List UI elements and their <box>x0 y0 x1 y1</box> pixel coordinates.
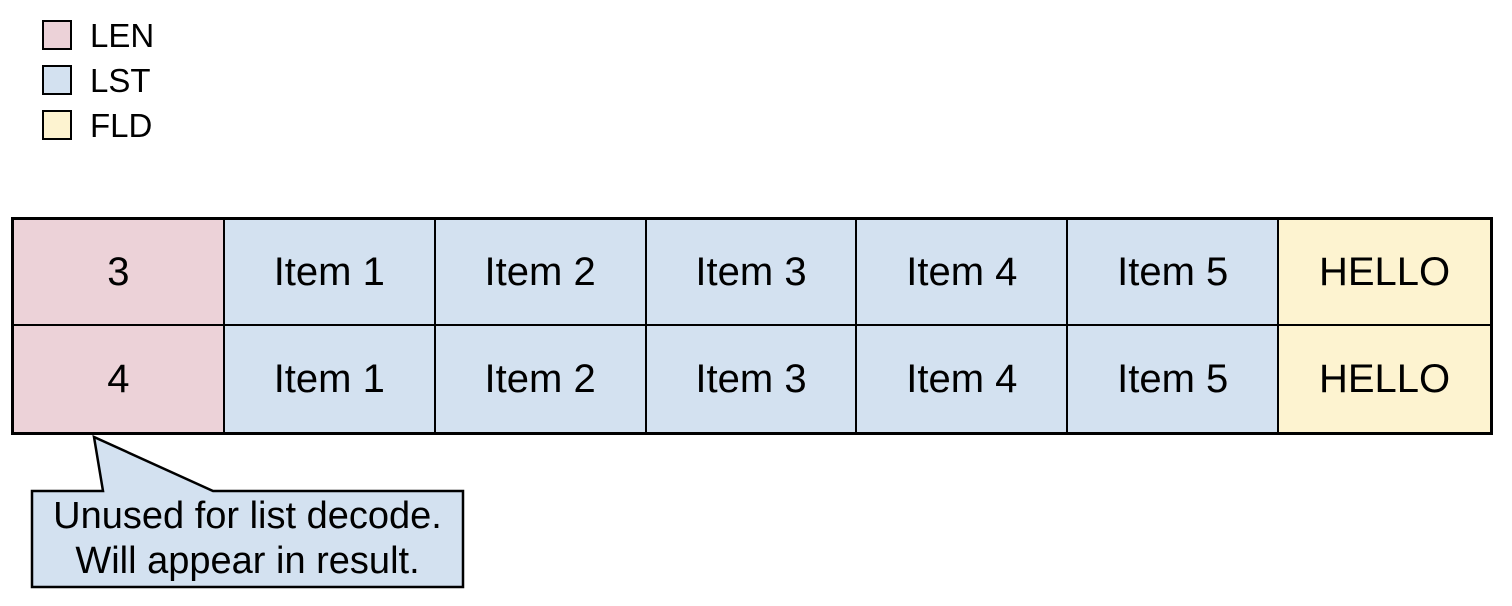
legend-label-len: LEN <box>90 16 155 54</box>
legend: LEN LST FLD <box>42 16 155 155</box>
len-cell: 4 <box>14 326 225 432</box>
list-item-cell: Item 4 <box>857 326 1069 432</box>
legend-item-lst: LST <box>42 61 154 99</box>
list-item-cell: Item 3 <box>646 326 858 432</box>
list-item-cell: Item 2 <box>435 220 647 326</box>
legend-label-fld: FLD <box>90 106 153 144</box>
callout-line-2: Will appear in result. <box>75 540 420 582</box>
list-item-cell: Item 5 <box>1068 220 1280 326</box>
list-item-cell: Item 1 <box>224 220 436 326</box>
legend-item-len: LEN <box>42 16 155 54</box>
list-item-cell: Item 5 <box>1068 326 1280 432</box>
callout-tail-shape <box>30 434 465 589</box>
len-cell: 3 <box>14 220 225 326</box>
callout-text: Unused for list decode. Will appear in r… <box>32 491 463 587</box>
list-item-cell: Item 2 <box>435 326 647 432</box>
encoding-table: 3 Item 1 Item 2 Item 3 Item 4 Item 5 HEL… <box>11 217 1493 435</box>
callout-bubble <box>30 434 465 589</box>
len-color-swatch-icon <box>42 20 72 50</box>
legend-label-lst: LST <box>90 61 151 99</box>
lst-color-swatch-icon <box>42 65 72 95</box>
field-cell: HELLO <box>1279 220 1490 326</box>
list-item-cell: Item 3 <box>646 220 858 326</box>
field-cell: HELLO <box>1279 326 1490 432</box>
legend-item-fld: FLD <box>42 106 154 144</box>
list-item-cell: Item 1 <box>224 326 436 432</box>
fld-color-swatch-icon <box>42 110 72 140</box>
callout-line-1: Unused for list decode. <box>53 495 442 537</box>
list-item-cell: Item 4 <box>857 220 1069 326</box>
